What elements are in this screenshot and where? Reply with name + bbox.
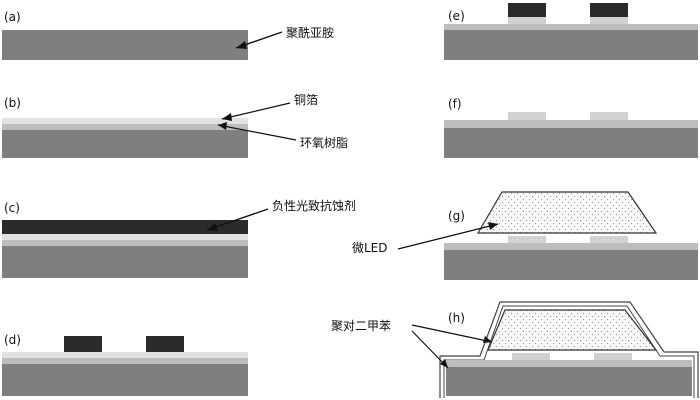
epoxy-layer bbox=[444, 243, 698, 250]
epoxy-pointer bbox=[217, 124, 297, 141]
epoxy-layer bbox=[444, 24, 698, 30]
epoxy-layer bbox=[2, 124, 248, 130]
copper-pad bbox=[590, 236, 628, 243]
copper-pad bbox=[508, 236, 546, 243]
micro-led-pointer bbox=[397, 223, 499, 250]
parylene-callout: 聚对二甲苯 bbox=[331, 319, 391, 333]
epoxy-layer bbox=[2, 240, 248, 246]
copper-pad bbox=[594, 353, 632, 360]
panel-a-label: (a) bbox=[4, 10, 21, 24]
polyimide-layer bbox=[2, 246, 248, 278]
polyimide-layer bbox=[2, 30, 248, 60]
parylene-pointer-upper bbox=[411, 324, 493, 343]
panel-g-label: (g) bbox=[448, 209, 465, 223]
epoxy-layer bbox=[446, 360, 692, 367]
epoxy-layer bbox=[444, 120, 698, 128]
copper-foil-layer bbox=[2, 234, 248, 240]
copper-pad bbox=[590, 112, 628, 120]
epoxy-layer bbox=[2, 358, 248, 364]
panel-e: (e) bbox=[444, 3, 698, 60]
polyimide-layer bbox=[444, 250, 698, 280]
photoresist-layer bbox=[2, 220, 248, 234]
arrowhead bbox=[207, 223, 218, 231]
photoresist-block bbox=[590, 3, 628, 17]
panel-d: (d) bbox=[2, 333, 248, 396]
photoresist-block bbox=[146, 336, 184, 352]
parylene-pointer-lower bbox=[411, 330, 449, 369]
arrowhead bbox=[440, 359, 448, 368]
arrowhead bbox=[488, 222, 498, 230]
panel-b: (b) 铜箔 环氧树脂 bbox=[2, 92, 348, 158]
copper-pad bbox=[508, 112, 546, 120]
arrowhead bbox=[218, 122, 227, 130]
arrowhead bbox=[236, 41, 247, 49]
panel-f-label: (f) bbox=[448, 97, 462, 111]
photoresist-pointer bbox=[206, 208, 269, 231]
micro-led-callout: 微LED bbox=[352, 241, 388, 255]
copper-foil-layer bbox=[2, 352, 248, 358]
panel-d-label: (d) bbox=[4, 333, 21, 347]
photoresist-block bbox=[508, 3, 546, 17]
polyimide-layer bbox=[444, 30, 698, 60]
panel-f: (f) bbox=[444, 97, 698, 158]
panel-b-label: (b) bbox=[4, 96, 21, 110]
micro-led-chip bbox=[487, 309, 658, 351]
polyimide-layer bbox=[446, 367, 692, 396]
copper-pad bbox=[512, 353, 550, 360]
copper-pad bbox=[590, 17, 628, 24]
copper-pad bbox=[508, 17, 546, 24]
panel-e-label: (e) bbox=[448, 9, 465, 23]
panel-a: (a) 聚酰亚胺 bbox=[2, 10, 334, 60]
micro-led-chip bbox=[476, 191, 658, 234]
polyimide-callout: 聚酰亚胺 bbox=[286, 26, 334, 40]
panel-c-label: (c) bbox=[4, 201, 20, 215]
panel-h-label: (h) bbox=[448, 311, 465, 325]
photoresist-callout: 负性光致抗蚀剂 bbox=[272, 198, 356, 213]
panel-g: (g) 微LED bbox=[352, 191, 698, 280]
panel-h: (h) 聚对二甲苯 bbox=[331, 301, 699, 398]
polyimide-layer bbox=[2, 130, 248, 158]
arrowhead bbox=[483, 336, 492, 343]
epoxy-callout: 环氧树脂 bbox=[300, 135, 348, 150]
copper-pointer bbox=[221, 102, 291, 120]
copper-foil-layer bbox=[2, 118, 248, 124]
polyimide-layer bbox=[444, 128, 698, 158]
copper-foil-callout: 铜箔 bbox=[294, 92, 318, 107]
photoresist-block bbox=[64, 336, 102, 352]
panel-c: (c) 负性光致抗蚀剂 bbox=[2, 198, 356, 278]
polyimide-layer bbox=[2, 364, 248, 396]
arrowhead bbox=[222, 113, 232, 121]
